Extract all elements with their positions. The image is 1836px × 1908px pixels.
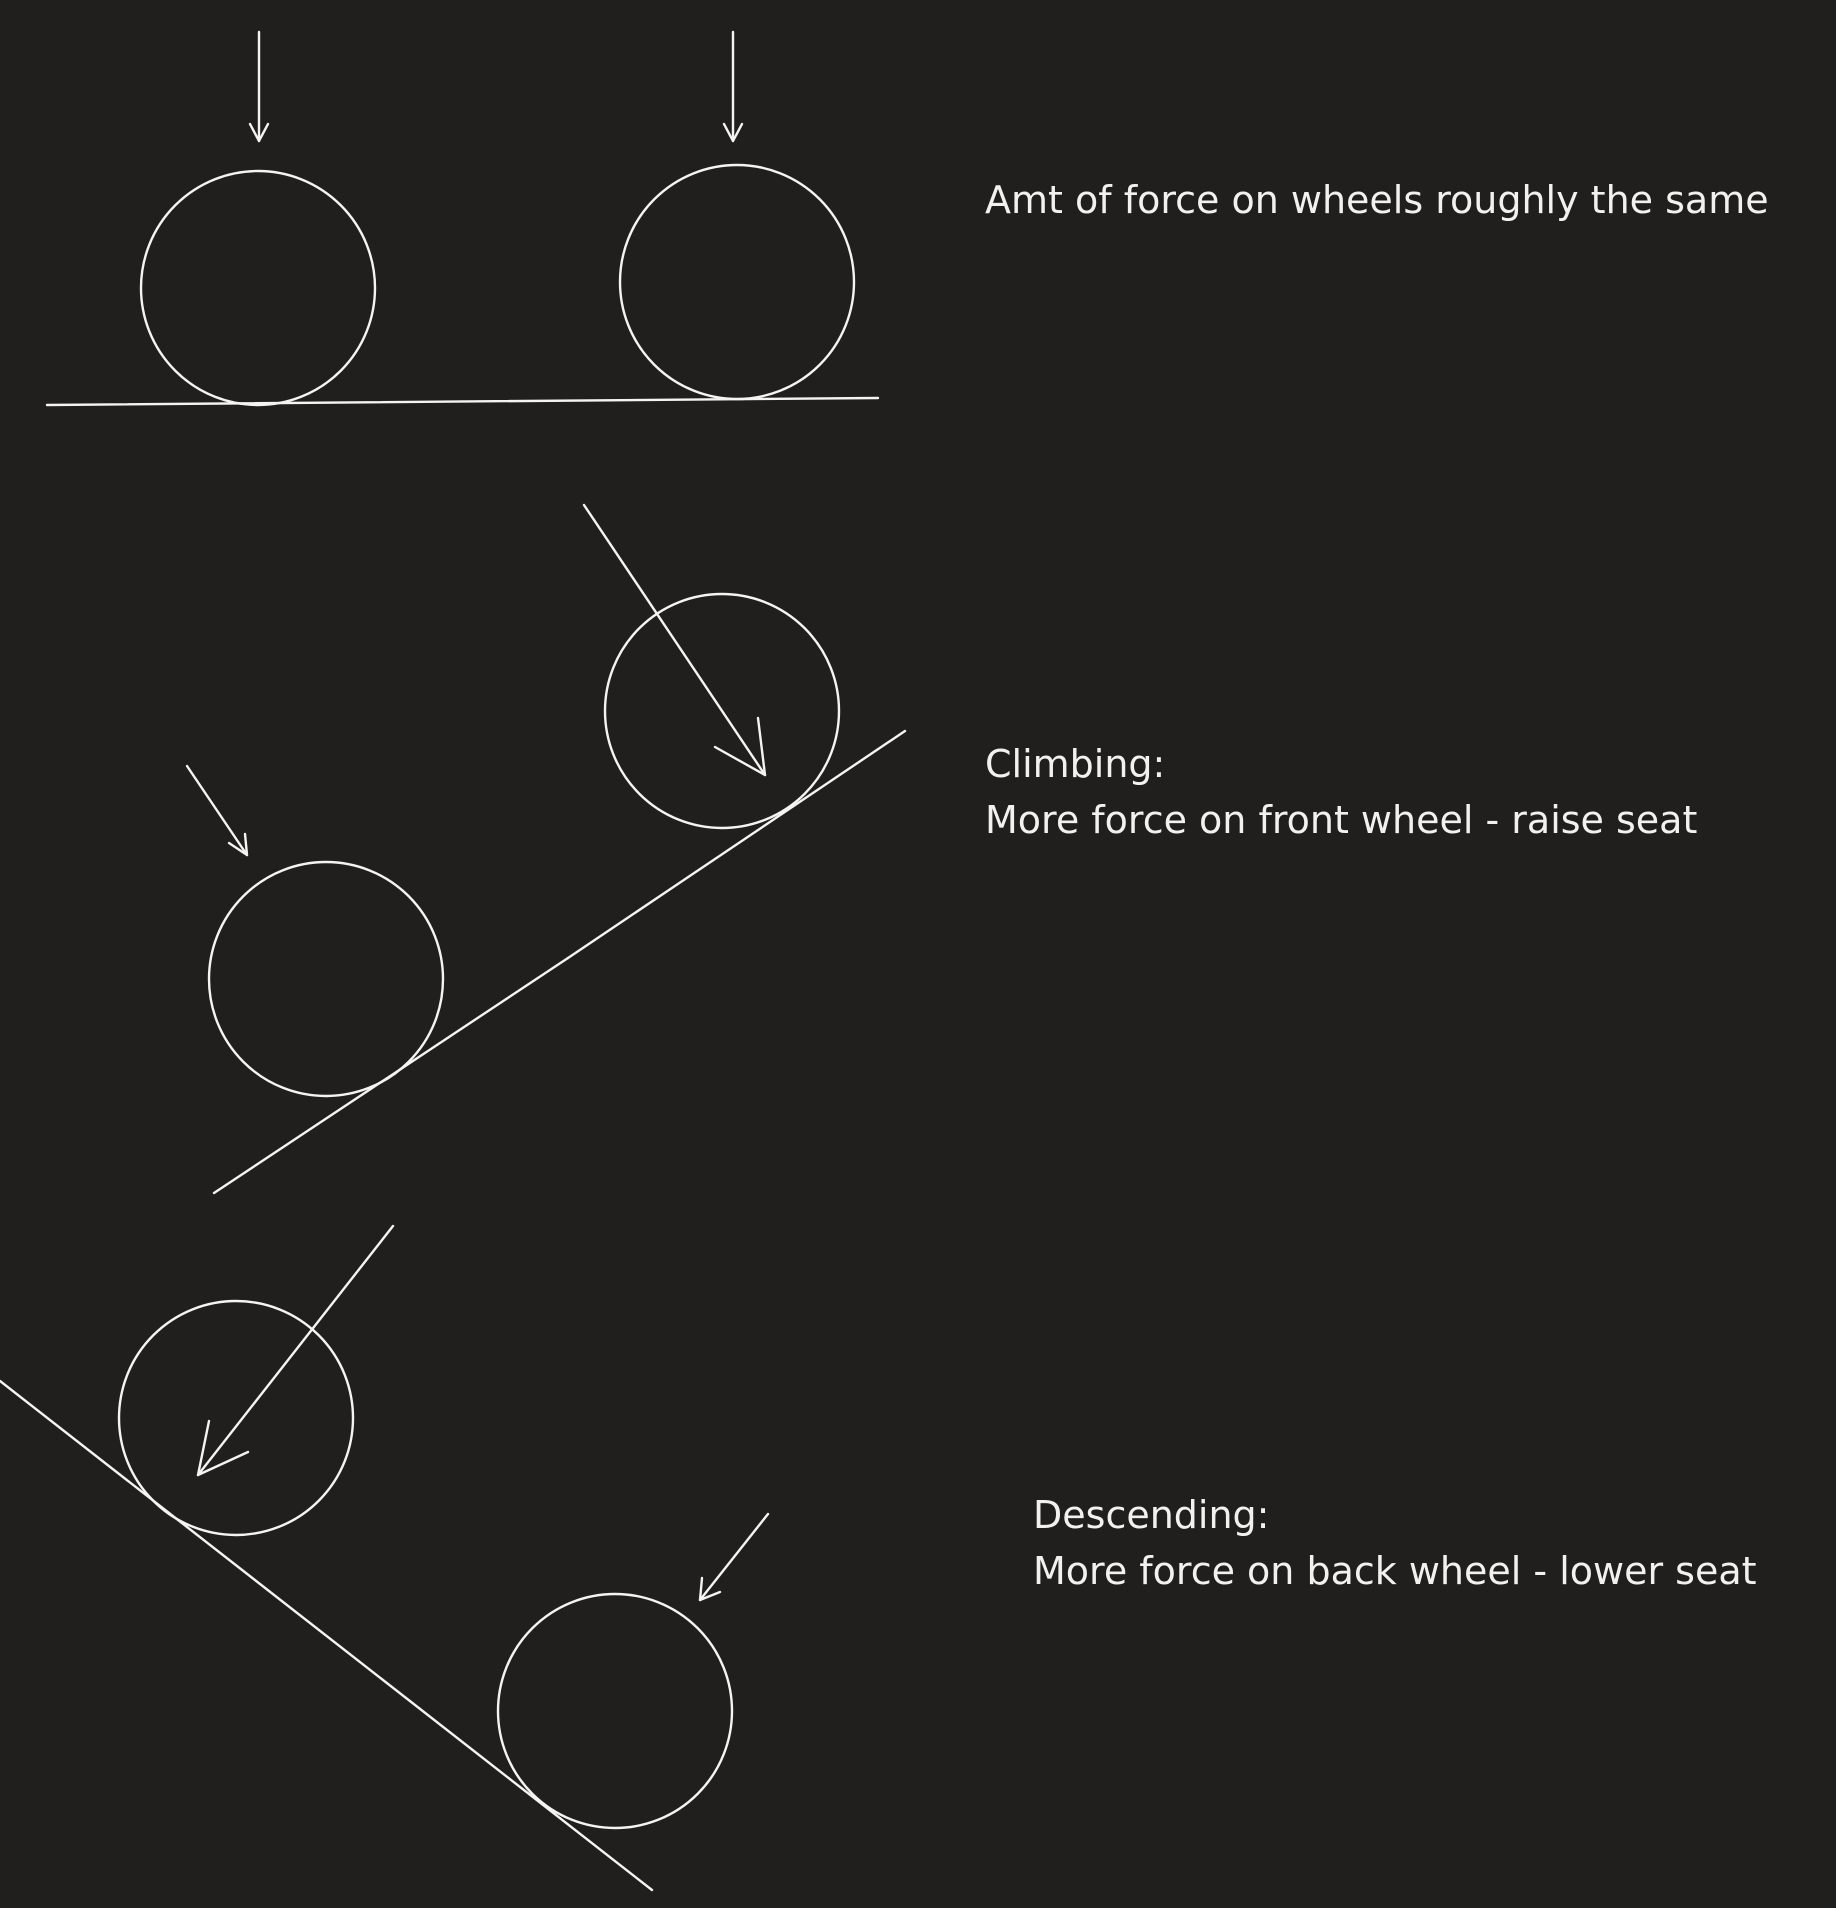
flat-right-wheel (618, 163, 856, 401)
climbing-caption-line-1: Climbing: (985, 742, 1166, 786)
flat-scene (45, 30, 880, 407)
flat-caption: Amt of force on wheels roughly the same (985, 172, 1769, 228)
descending-caption-line-2: More force on back wheel - lower seat (1033, 1549, 1757, 1593)
flat-right-force-arrow-icon (722, 30, 744, 143)
climbing-front-wheel (603, 592, 841, 830)
descending-lower-wheel (496, 1592, 734, 1830)
flat-left-wheel (139, 169, 377, 407)
flat-caption-line-1: Amt of force on wheels roughly the same (985, 178, 1769, 222)
descending-lower-force-arrow-icon (698, 1512, 770, 1602)
descending-caption: Descending: More force on back wheel - l… (1033, 1487, 1757, 1599)
descending-upper-wheel (117, 1299, 355, 1537)
descending-caption-line-1: Descending: (1033, 1493, 1270, 1537)
descending-slope-line (0, 1379, 654, 1892)
climbing-back-force-arrow-icon (185, 764, 249, 857)
climbing-slope-line-upper (566, 729, 907, 960)
descending-scene (0, 1224, 770, 1892)
climbing-back-wheel (207, 860, 445, 1098)
climbing-front-force-arrow-icon (582, 503, 767, 777)
climbing-caption-line-2: More force on front wheel - raise seat (985, 798, 1698, 842)
climbing-caption: Climbing: More force on front wheel - ra… (985, 736, 1697, 848)
climbing-scene (185, 503, 907, 1195)
descending-upper-force-arrow-icon (196, 1224, 395, 1477)
flat-left-force-arrow-icon (248, 30, 270, 143)
